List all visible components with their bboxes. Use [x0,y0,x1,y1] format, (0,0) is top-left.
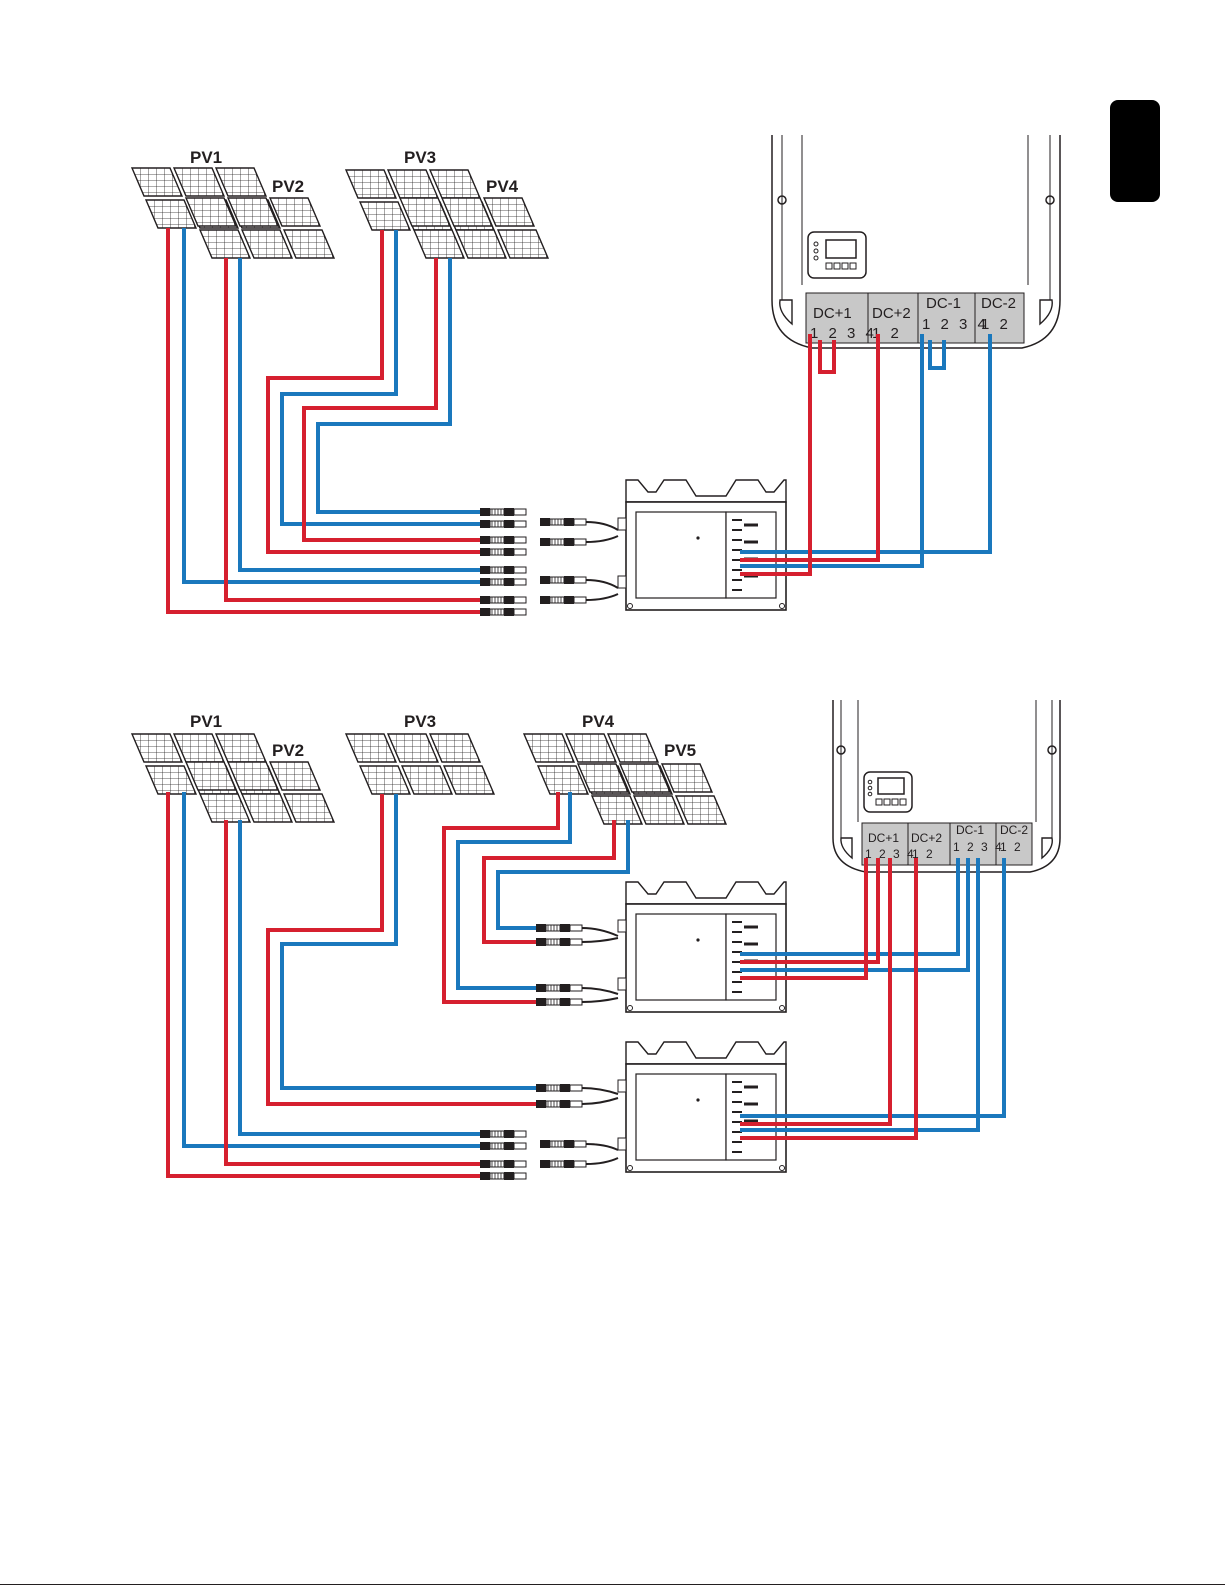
side-tab [1110,100,1160,202]
string-cables-2 [168,792,628,1176]
label-dc-plus-2: DC+2 [872,305,911,322]
pv3-label: PV3 [404,148,436,167]
pv3-label-b: PV3 [404,712,436,731]
diagram-2: DC+1 1 2 3 4 DC+2 1 2 DC-1 1 2 3 4 DC-2 … [132,700,1060,1180]
label-dc-minus-1-pins-b: 1 2 3 4 [953,840,1004,854]
inverter-2: DC+1 1 2 3 4 DC+2 1 2 DC-1 1 2 3 4 DC-2 … [833,700,1060,872]
inverter-1: DC+1 1 2 3 4 DC+2 1 2 DC-1 1 2 3 4 DC-2 … [772,135,1060,348]
pv1-label: PV1 [190,148,222,167]
pv4-label: PV4 [486,177,519,196]
pv2-label-b: PV2 [272,741,304,760]
label-dc-plus-1-pins: 1 2 3 4 [810,325,877,342]
label-dc-plus-1: DC+1 [813,305,852,322]
combiner-box-2b [618,1042,786,1172]
pv2-label: PV2 [272,177,304,196]
combiner-box-1 [618,480,786,610]
label-dc-plus-2-b: DC+2 [911,831,942,845]
label-dc-plus-1-b: DC+1 [868,831,899,845]
label-dc-minus-2-b: DC-2 [1000,823,1028,837]
connectors-2 [480,924,618,1180]
combiner-box-2a [618,882,786,1012]
pv1-label-b: PV1 [190,712,222,731]
pv5-label-b: PV5 [664,741,696,760]
label-dc-minus-2: DC-2 [981,295,1016,312]
string-cables-1 [168,228,480,612]
label-dc-minus-2-pins-b: 1 2 [1000,840,1023,854]
connectors-1 [480,508,618,616]
diagram-1: DC+1 1 2 3 4 DC+2 1 2 DC-1 1 2 3 4 DC-2 … [132,135,1060,616]
label-dc-minus-1-pins: 1 2 3 4 [922,316,989,333]
pv4-label-b: PV4 [582,712,615,731]
label-dc-minus-1-b: DC-1 [956,823,984,837]
pv-array-3-b [346,734,494,794]
label-dc-minus-1: DC-1 [926,295,961,312]
label-dc-minus-2-pins: 1 2 [981,316,1011,333]
